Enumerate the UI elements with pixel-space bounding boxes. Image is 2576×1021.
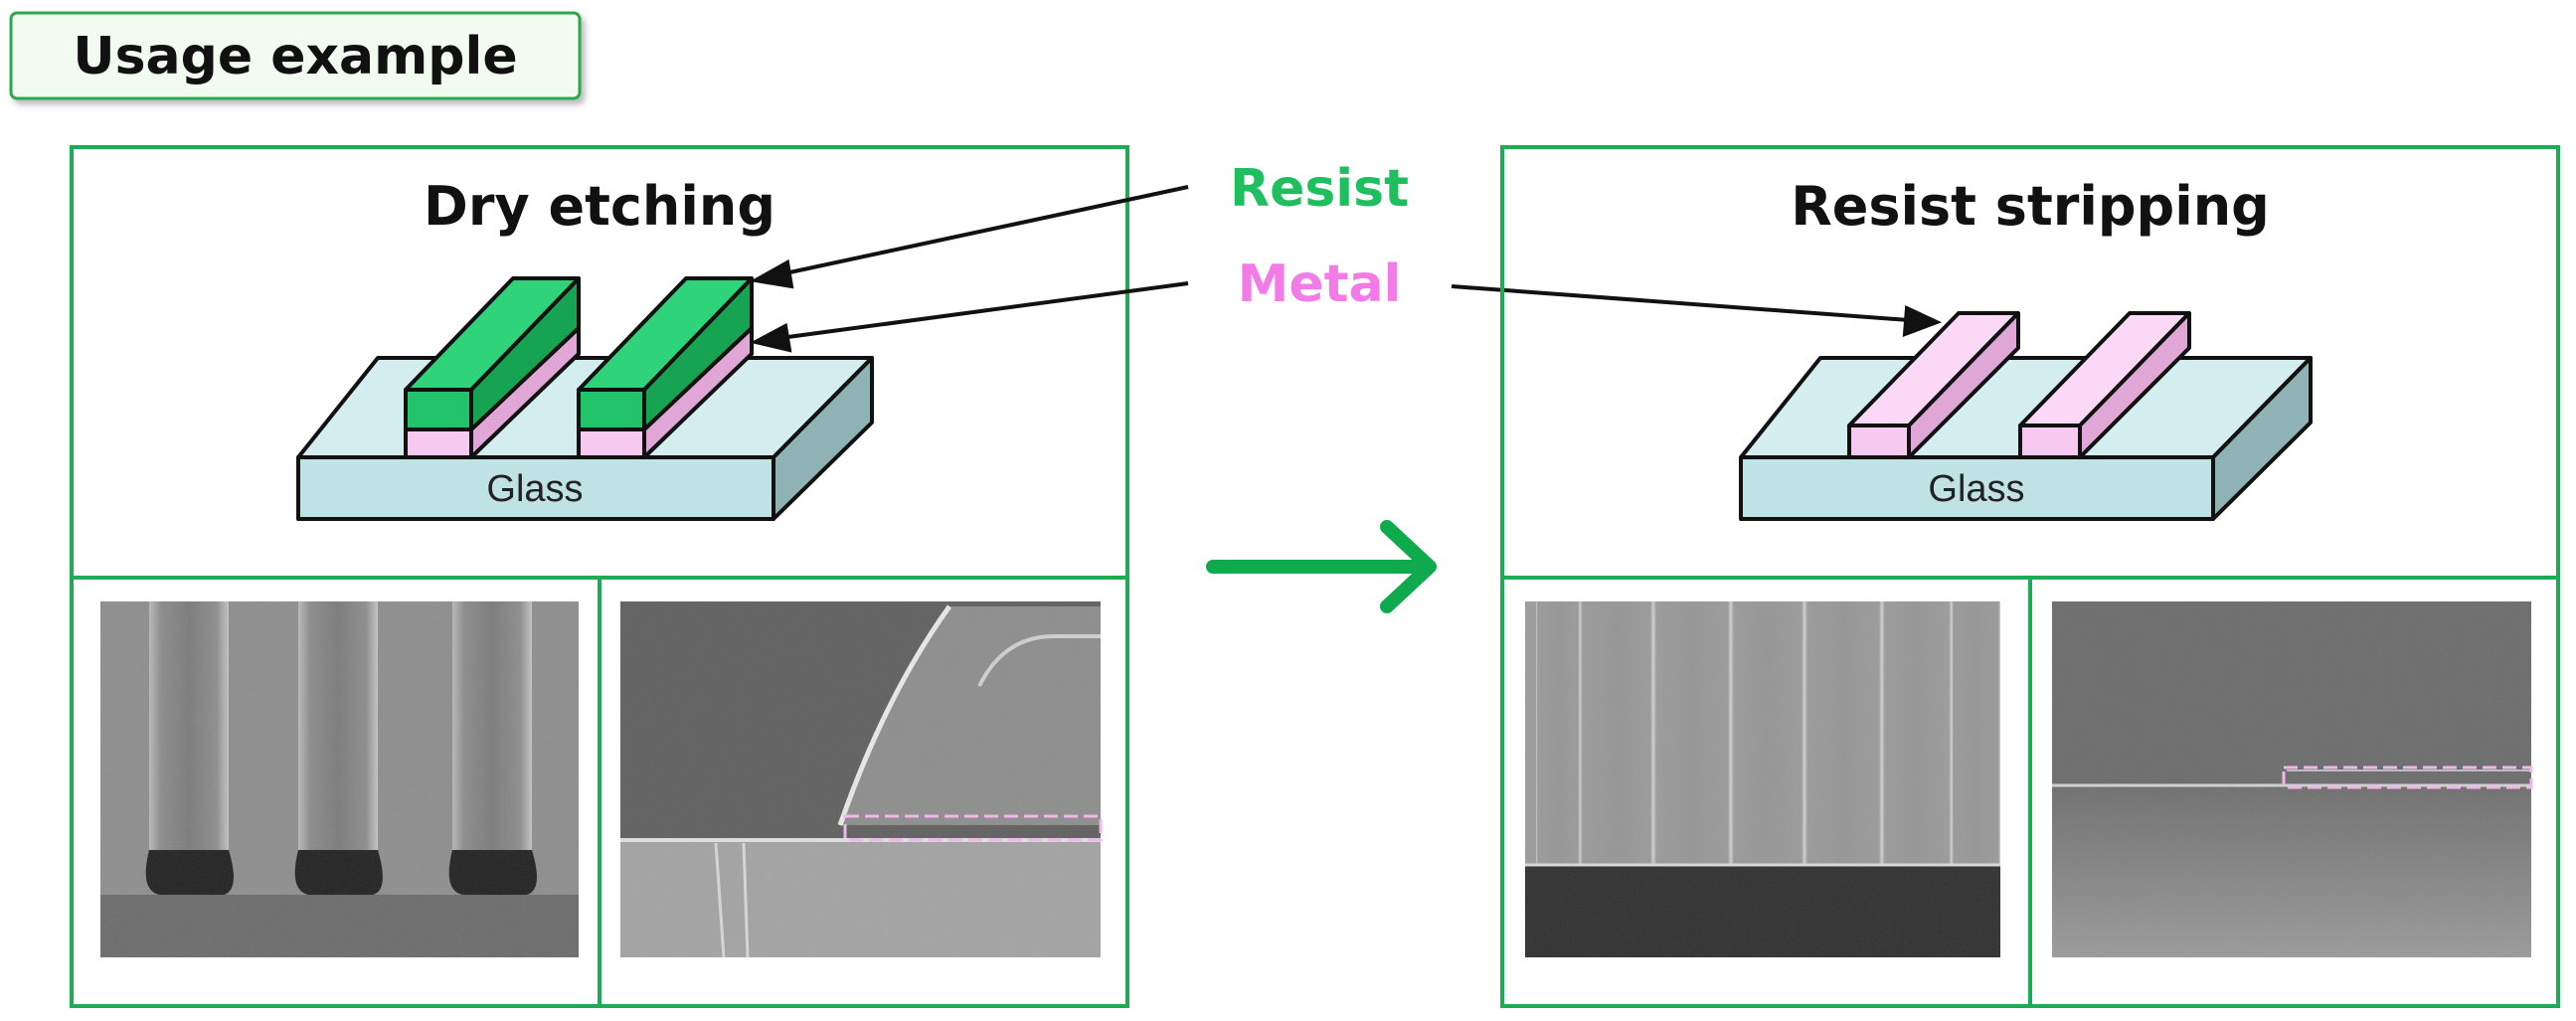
usage-example-label: Usage example xyxy=(73,27,517,86)
panel-dry-etching: Dry etching Glass xyxy=(70,145,1129,1008)
metal-leader-arrow-right xyxy=(1451,284,1943,337)
sem-image-pillars xyxy=(100,601,579,957)
panel-resist-stripping: Resist stripping Glass xyxy=(1500,145,2560,1008)
usage-example-badge: Usage example xyxy=(9,11,582,100)
resist-leader-arrow xyxy=(750,185,1189,289)
legend-resist-label: Resist xyxy=(1230,159,1409,219)
resist-metal-bar-2 xyxy=(577,276,754,459)
sem-image-metal-lines xyxy=(1525,601,2000,957)
glass-label: Glass xyxy=(1928,468,2024,510)
sem-image-cross-section-stripped xyxy=(2052,601,2533,957)
panel-title: Resist stripping xyxy=(1791,175,2270,238)
metal-leader-arrow-left xyxy=(750,281,1189,353)
resist-metal-bar-1 xyxy=(404,276,581,459)
metal-bar-2 xyxy=(2018,311,2191,459)
leader-arrows xyxy=(750,185,1943,353)
metal-bar-1 xyxy=(1847,311,2020,459)
arrow-right-icon xyxy=(1206,520,1437,613)
panel-title: Dry etching xyxy=(424,175,775,238)
glass-label: Glass xyxy=(486,468,583,510)
legend: Resist Metal xyxy=(1230,159,1409,314)
legend-metal-label: Metal xyxy=(1238,255,1402,314)
sem-image-cross-section-etched xyxy=(620,601,1103,958)
